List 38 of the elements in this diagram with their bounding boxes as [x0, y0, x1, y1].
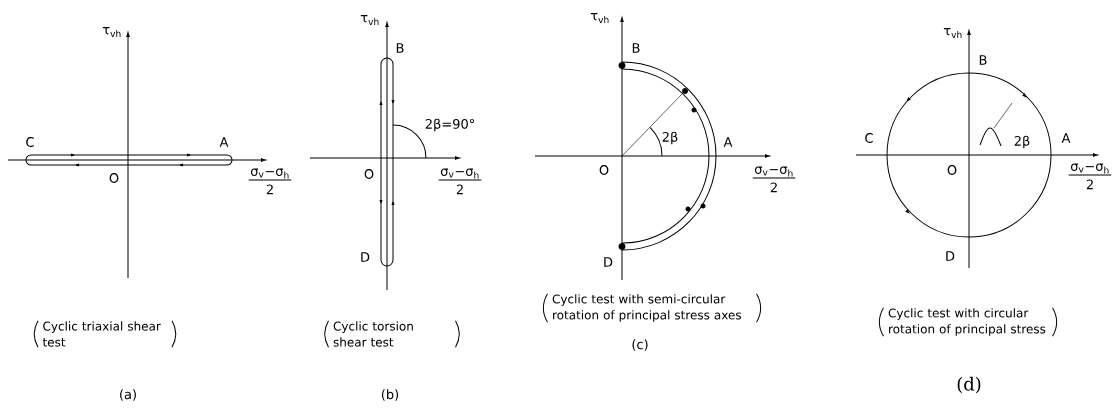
point-label: A: [1060, 132, 1072, 144]
point-label: D: [944, 250, 956, 262]
caption-text: Cyclic triaxial shear test: [42, 321, 161, 347]
angle-label: 2β=90°: [423, 117, 477, 133]
caption-text: Cyclic test with semi-circular rotation of principal stress axes: [552, 294, 742, 322]
panel-label: (d): [957, 376, 981, 394]
axis-label: τ$_{vh}$: [589, 12, 611, 24]
point-label: B: [394, 42, 406, 54]
origin-label: O: [945, 164, 959, 176]
panel-label: (c): [630, 338, 650, 352]
point-label: A: [722, 136, 734, 148]
point-label: C: [863, 132, 875, 144]
axis-label: σ$_{v}$−σ$_{h}$: [439, 167, 481, 180]
axis-label: τ$_{vh}$: [942, 27, 964, 39]
axis-label: τ$_{vh}$: [359, 14, 381, 26]
panel-label: (b): [379, 388, 401, 402]
caption-text: Cyclic torsion shear test: [333, 321, 413, 347]
panel-label: (a): [117, 388, 139, 402]
axis-label: 2: [264, 183, 276, 196]
point-label: C: [24, 136, 36, 148]
axis-label: σ$_{v}$−σ$_{h}$: [1069, 162, 1111, 175]
axis-label: 2: [1084, 178, 1096, 191]
axis-label: σ$_{v}$−σ$_{h}$: [249, 167, 291, 180]
axis-label: 2: [768, 181, 780, 194]
axis-label: τ$_{vh}$: [101, 26, 123, 38]
point-label: B: [630, 42, 642, 54]
axis-label: σ$_{v}$−σ$_{h}$: [753, 165, 795, 178]
caption-text: Cyclic test with circular rotation of principal stress: [888, 308, 1046, 336]
origin-label: O: [597, 164, 611, 176]
point-label: A: [218, 136, 230, 148]
point-label: D: [602, 256, 614, 268]
angle-label: 2β: [1012, 134, 1032, 150]
point-label: D: [359, 251, 371, 263]
axis-label: 2: [454, 183, 466, 196]
origin-label: O: [107, 172, 121, 184]
point-label: B: [977, 54, 989, 66]
origin-label: O: [362, 168, 376, 180]
angle-label: 2β: [660, 130, 680, 146]
